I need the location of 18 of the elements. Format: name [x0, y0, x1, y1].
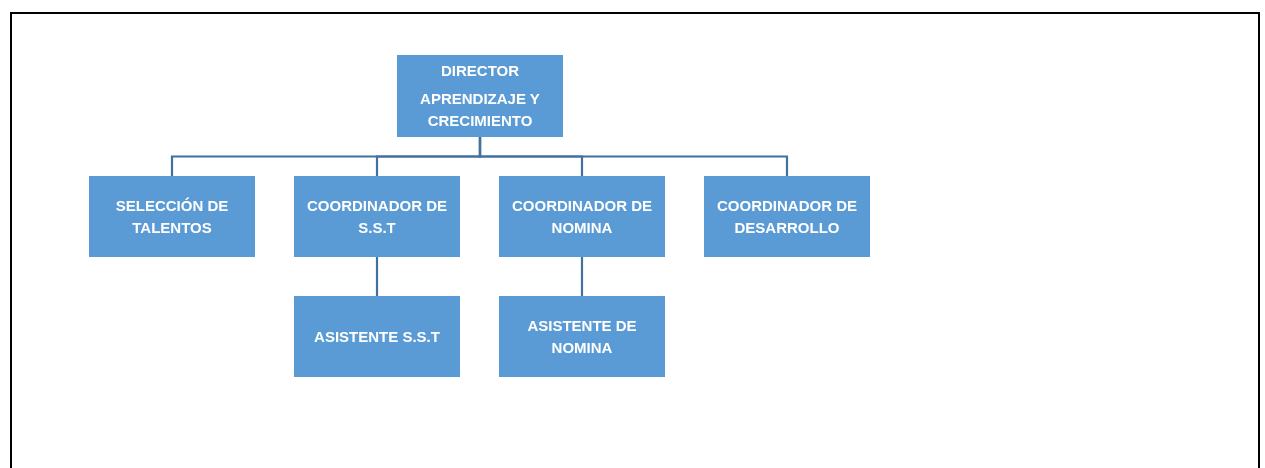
position-title: SELECCIÓN DE TALENTOS [114, 195, 230, 238]
position-box [704, 176, 870, 257]
connector-line [375, 257, 379, 296]
position-title: ASISTENTE DE NOMINA [526, 315, 638, 358]
position-title: DIRECTOR [440, 61, 520, 82]
position-box [294, 296, 460, 377]
position-title: ASISTENTE S.S.T [314, 326, 440, 347]
position-box [499, 176, 665, 257]
position-title: APRENDIZAJE Y CRECIMIENTO [419, 89, 541, 131]
connector-line [478, 137, 789, 176]
position-box [397, 55, 563, 137]
position-box [294, 176, 460, 257]
position-box [499, 296, 665, 377]
position-title: COORDINADOR DE NOMINA [511, 195, 653, 238]
position-box [89, 176, 255, 257]
connector-line [580, 257, 584, 296]
position-title: COORDINADOR DE DESARROLLO [716, 195, 858, 238]
position-title: COORDINADOR DE S.S.T [306, 195, 448, 238]
